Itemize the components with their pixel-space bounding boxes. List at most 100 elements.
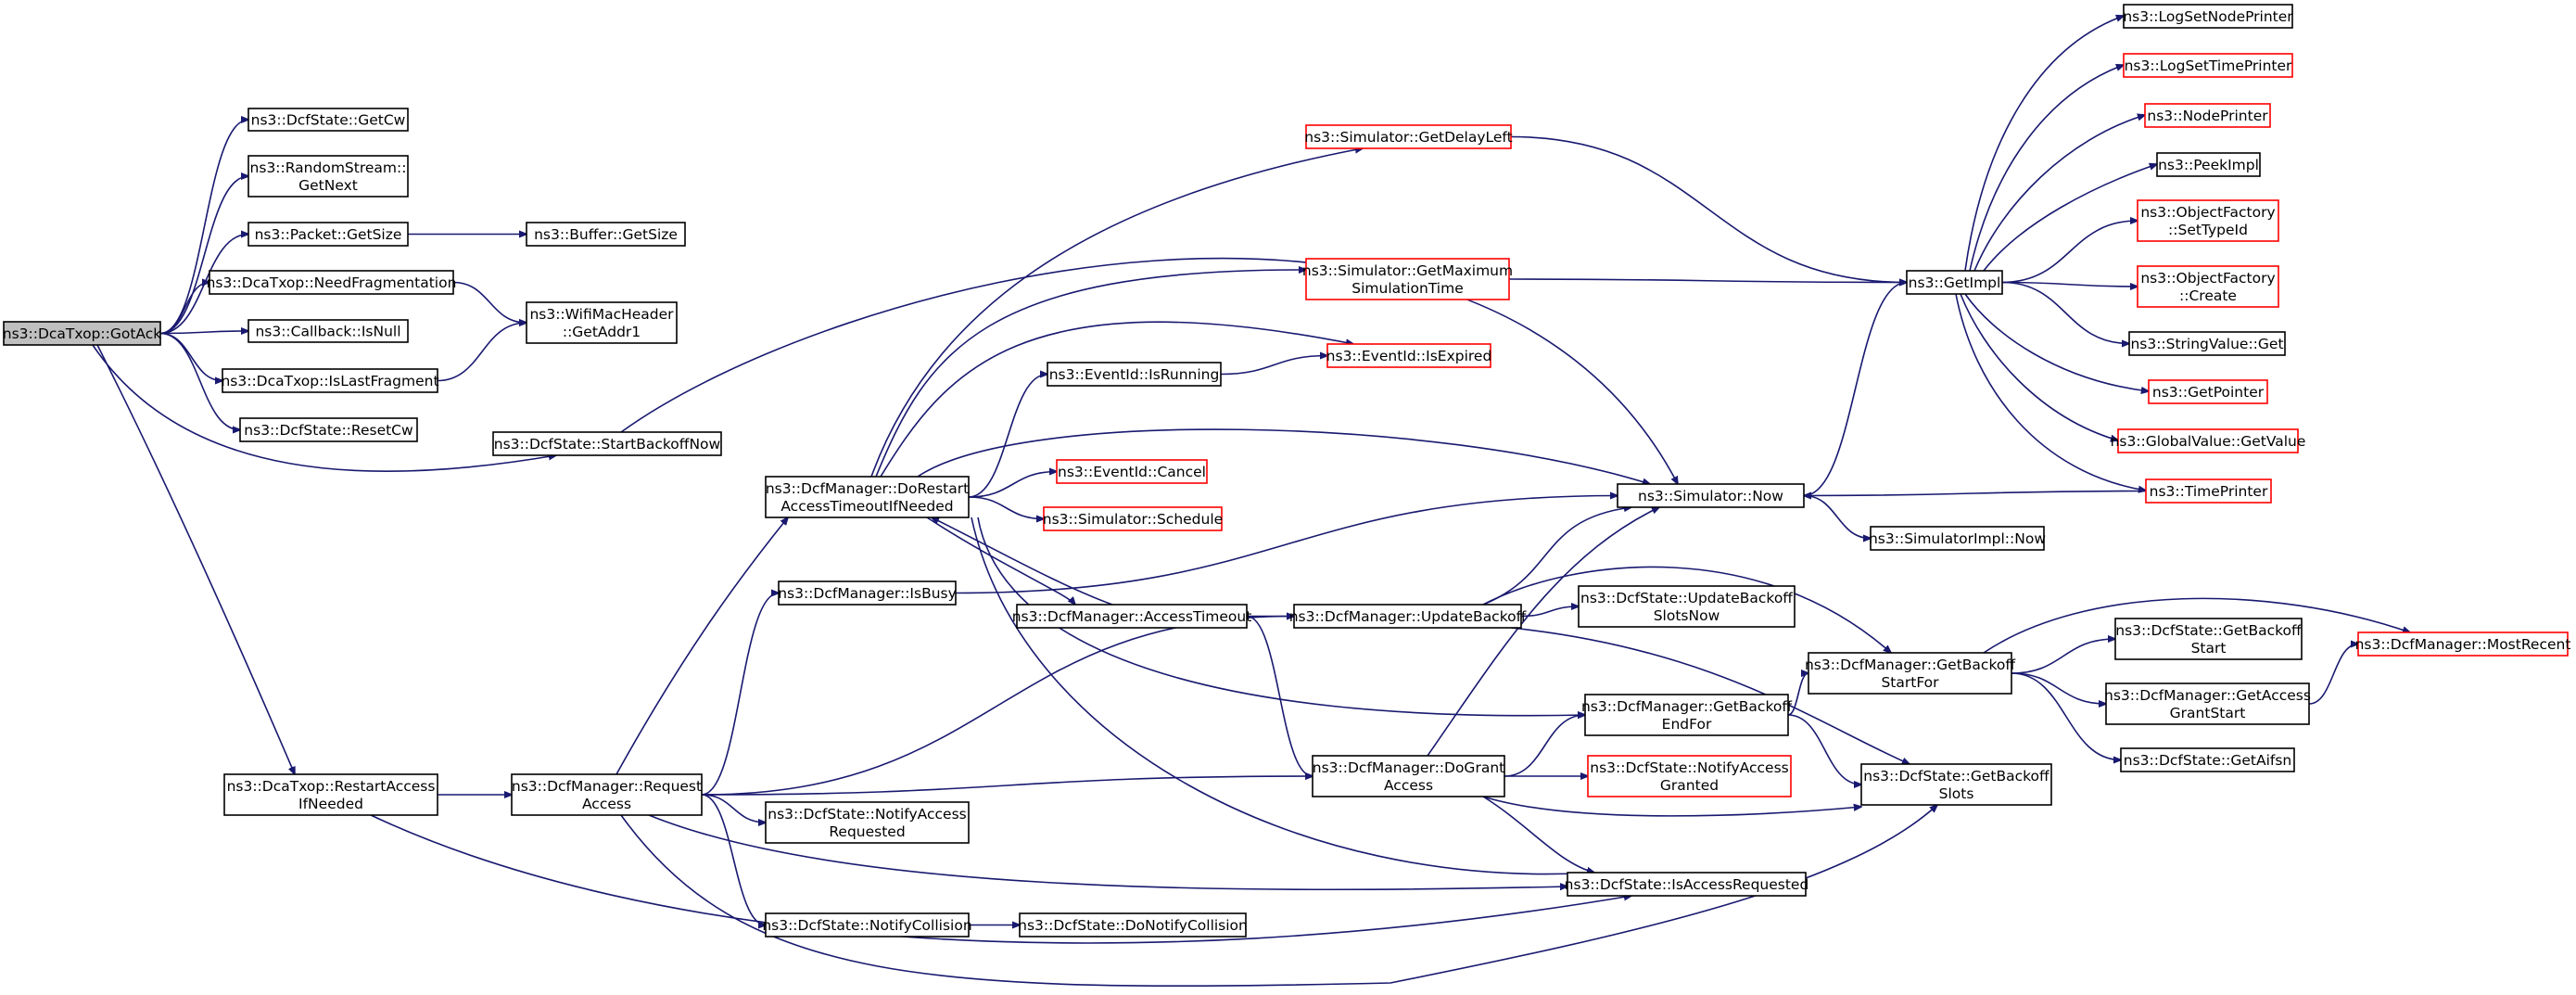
node-is-busy[interactable]: ns3::DcfManager::IsBusy bbox=[778, 580, 957, 606]
node-box[interactable] bbox=[2120, 747, 2295, 772]
node-box[interactable] bbox=[1043, 506, 1223, 531]
node-box[interactable] bbox=[511, 773, 703, 816]
node-box[interactable] bbox=[2144, 103, 2271, 128]
node-box[interactable] bbox=[1587, 755, 1792, 797]
node-time-printer[interactable]: ns3::TimePrinter bbox=[2145, 478, 2272, 504]
node-box[interactable] bbox=[2105, 682, 2310, 725]
node-box[interactable] bbox=[1305, 124, 1512, 149]
node-box[interactable] bbox=[1584, 694, 1789, 736]
node-box[interactable] bbox=[1305, 258, 1510, 300]
node-simulator-now[interactable]: ns3::Simulator::Now bbox=[1617, 483, 1805, 508]
node-box[interactable] bbox=[239, 417, 418, 442]
node-box[interactable] bbox=[765, 912, 970, 938]
node-box[interactable] bbox=[1019, 912, 1247, 938]
node-box[interactable] bbox=[1056, 459, 1208, 484]
node-object-factory-create[interactable]: ns3::ObjectFactory::Create bbox=[2137, 265, 2279, 308]
node-get-impl[interactable]: ns3::GetImpl bbox=[1906, 270, 2003, 295]
node-simulator-impl-now[interactable]: ns3::SimulatorImpl::Now bbox=[1869, 526, 2046, 551]
node-random-stream-get-next[interactable]: ns3::RandomStream::GetNext bbox=[247, 155, 409, 198]
node-box[interactable] bbox=[223, 773, 438, 816]
node-box[interactable] bbox=[1047, 362, 1222, 387]
node-box[interactable] bbox=[1906, 270, 2003, 295]
node-box[interactable] bbox=[1293, 604, 1522, 629]
node-is-expired[interactable]: ns3::EventId::IsExpired bbox=[1326, 343, 1492, 368]
node-box[interactable] bbox=[1567, 872, 1807, 897]
node-box[interactable] bbox=[222, 368, 438, 393]
node-do-restart-access-timeout-if-needed[interactable]: ns3::DcfManager::DoRestartAccessTimeoutI… bbox=[765, 476, 970, 518]
node-box[interactable] bbox=[1870, 526, 2045, 551]
node-get-delay-left[interactable]: ns3::Simulator::GetDelayLeft bbox=[1304, 124, 1513, 149]
node-do-notify-collision[interactable]: ns3::DcfState::DoNotifyCollision bbox=[1018, 912, 1248, 938]
node-peek-impl[interactable]: ns3::PeekImpl bbox=[2156, 152, 2261, 177]
node-box[interactable] bbox=[765, 476, 970, 518]
node-get-cw[interactable]: ns3::DcfState::GetCw bbox=[247, 108, 409, 132]
node-get-addr1[interactable]: ns3::WifiMacHeader::GetAddr1 bbox=[526, 301, 678, 344]
node-start-backoff-now[interactable]: ns3::DcfState::StartBackoffNow bbox=[492, 431, 722, 456]
node-box[interactable] bbox=[1578, 585, 1796, 628]
node-box[interactable] bbox=[247, 108, 409, 132]
node-box[interactable] bbox=[247, 155, 409, 198]
node-schedule[interactable]: ns3::Simulator::Schedule bbox=[1043, 506, 1223, 531]
node-box[interactable] bbox=[1617, 483, 1805, 508]
node-box[interactable] bbox=[1016, 604, 1248, 629]
node-box[interactable] bbox=[1860, 763, 2052, 806]
node-set-type-id[interactable]: ns3::ObjectFactory::SetTypeId bbox=[2137, 199, 2279, 242]
node-box[interactable] bbox=[247, 319, 409, 343]
node-box[interactable] bbox=[2114, 618, 2303, 660]
node-string-value-get[interactable]: ns3::StringValue::Get bbox=[2128, 331, 2286, 356]
node-box[interactable] bbox=[526, 301, 678, 344]
node-is-access-requested[interactable]: ns3::DcfState::IsAccessRequested bbox=[1565, 872, 1809, 897]
node-most-recent[interactable]: ns3::DcfManager::MostRecent bbox=[2355, 631, 2571, 657]
node-got-ack[interactable]: ns3::DcaTxop::GotAck bbox=[3, 321, 162, 346]
node-box[interactable] bbox=[1808, 652, 2012, 695]
node-box[interactable] bbox=[1326, 343, 1491, 368]
node-box[interactable] bbox=[492, 431, 722, 456]
node-box[interactable] bbox=[2137, 265, 2279, 308]
node-callback-is-null[interactable]: ns3::Callback::IsNull bbox=[247, 319, 409, 343]
node-is-running[interactable]: ns3::EventId::IsRunning bbox=[1047, 362, 1222, 387]
node-get-pointer[interactable]: ns3::GetPointer bbox=[2148, 379, 2268, 404]
node-node-printer[interactable]: ns3::NodePrinter bbox=[2144, 103, 2271, 128]
node-box[interactable] bbox=[2137, 199, 2279, 242]
node-notify-collision[interactable]: ns3::DcfState::NotifyCollision bbox=[762, 912, 972, 938]
node-box[interactable] bbox=[2117, 428, 2299, 453]
node-need-fragmentation[interactable]: ns3::DcaTxop::NeedFragmentation bbox=[207, 270, 457, 295]
node-box[interactable] bbox=[2123, 4, 2293, 29]
node-box[interactable] bbox=[2128, 331, 2286, 356]
node-box[interactable] bbox=[2123, 53, 2293, 78]
node-box[interactable] bbox=[1312, 755, 1505, 797]
node-is-last-fragment[interactable]: ns3::DcaTxop::IsLastFragment bbox=[221, 368, 439, 393]
node-box[interactable] bbox=[2156, 152, 2261, 177]
node-box[interactable] bbox=[209, 270, 454, 295]
node-update-backoff[interactable]: ns3::DcfManager::UpdateBackoff bbox=[1289, 604, 1527, 629]
node-log-set-time-printer[interactable]: ns3::LogSetTimePrinter bbox=[2123, 53, 2293, 78]
node-box[interactable] bbox=[526, 222, 686, 247]
node-global-value-get-value[interactable]: ns3::GlobalValue::GetValue bbox=[2111, 428, 2306, 453]
node-box[interactable] bbox=[247, 222, 409, 247]
node-buffer-get-size[interactable]: ns3::Buffer::GetSize bbox=[526, 222, 686, 247]
node-box[interactable] bbox=[2357, 631, 2569, 657]
node-box[interactable] bbox=[765, 801, 970, 844]
node-box[interactable] bbox=[2148, 379, 2268, 404]
node-box[interactable] bbox=[2145, 478, 2272, 504]
node-packet-get-size[interactable]: ns3::Packet::GetSize bbox=[247, 222, 409, 247]
node-reset-cw[interactable]: ns3::DcfState::ResetCw bbox=[239, 417, 418, 442]
node-log-set-node-printer[interactable]: ns3::LogSetNodePrinter bbox=[2123, 4, 2293, 29]
node-get-aifsn[interactable]: ns3::DcfState::GetAifsn bbox=[2120, 747, 2295, 772]
node-cancel[interactable]: ns3::EventId::Cancel bbox=[1056, 459, 1208, 484]
node-box[interactable] bbox=[778, 580, 957, 606]
node-box[interactable] bbox=[3, 321, 161, 346]
node-access-timeout[interactable]: ns3::DcfManager::AccessTimeout bbox=[1012, 604, 1252, 629]
